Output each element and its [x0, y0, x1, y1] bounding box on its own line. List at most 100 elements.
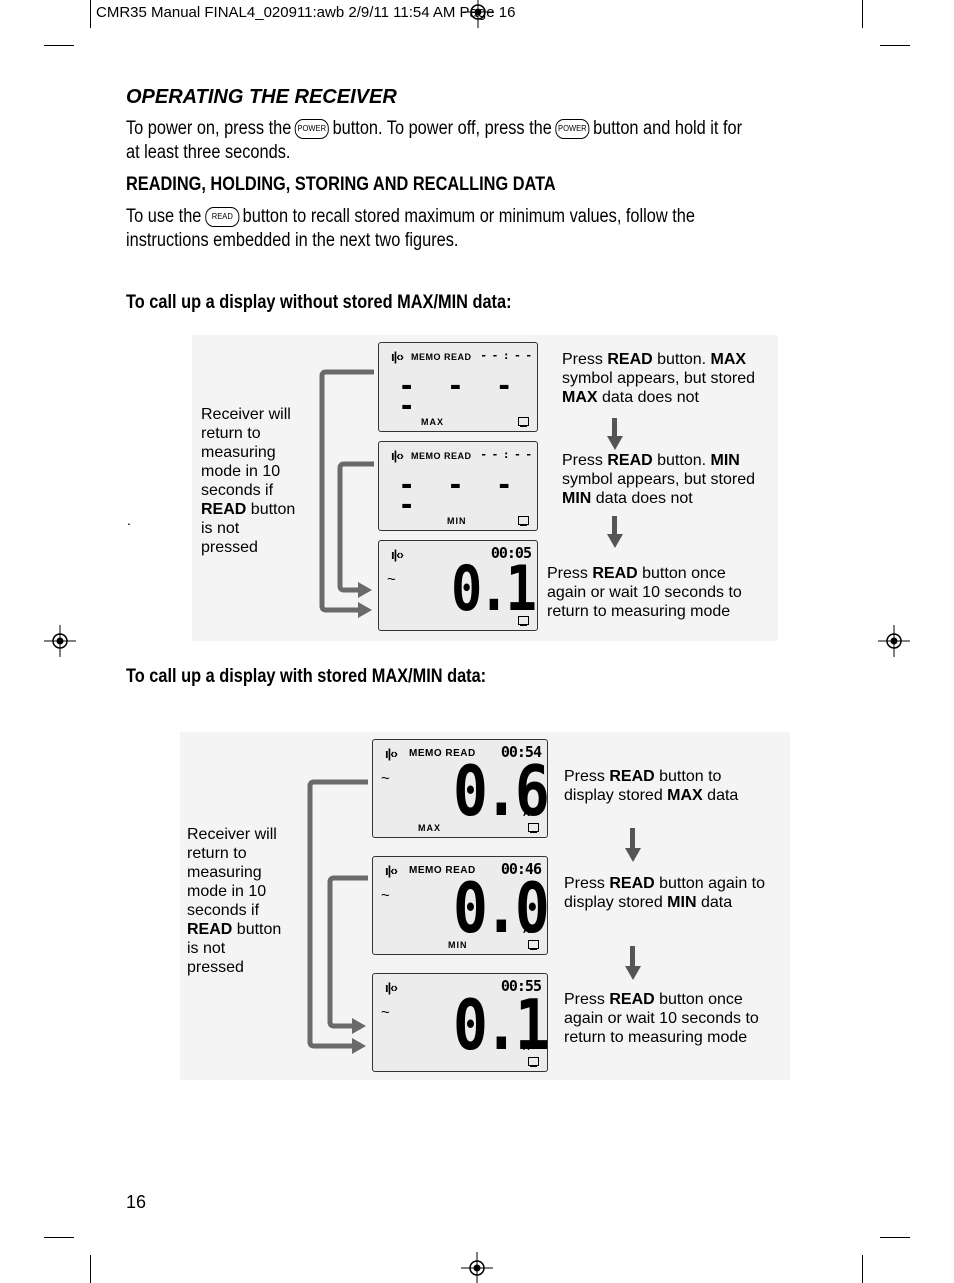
note-run: display stored [564, 787, 668, 804]
note-line: Press READ button again to [564, 874, 765, 893]
lcd-display-measuring: ı|‹› 00:55 ~ 0.1 A [372, 973, 550, 1072]
note-line: READ button [201, 500, 295, 519]
figure2-step3-note: Press READ button once again or wait 10 … [564, 990, 759, 1047]
note-line: measuring [187, 864, 262, 881]
note-run: Press [547, 565, 593, 582]
note-line: Press READ button once [564, 990, 759, 1009]
note-run: button again to [654, 875, 765, 892]
note-line: return to [187, 845, 247, 862]
registration-mark-icon [44, 625, 76, 657]
note-bold: MIN [667, 894, 697, 911]
reading-heading: READING, HOLDING, STORING AND RECALLING … [126, 174, 556, 195]
min-indicator: MIN [448, 940, 468, 950]
timer-readout: - - : - - [480, 349, 532, 362]
down-arrow-icon [625, 828, 641, 862]
ac-symbol: ~ [381, 770, 390, 787]
note-run: Press [564, 991, 610, 1008]
crop-mark [880, 45, 910, 46]
lcd-display-measuring: ı|‹› 00:05 ~ 0.1 A [378, 540, 538, 631]
lcd-display-min: ı|‹› MEMO READ - - : - - - - - - MIN [378, 441, 538, 531]
section-title: OPERATING THE RECEIVER [126, 86, 397, 108]
signal-icon: ı|‹› [391, 349, 404, 364]
note-run: data [696, 894, 733, 911]
text-run: To power on, press the [126, 118, 292, 139]
note-line: Press READ button. MIN [562, 451, 755, 470]
lcd-display-max: ı|‹› MEMO READ - - : - - - - - - MAX [378, 342, 538, 432]
crop-mark [90, 0, 91, 28]
note-line: symbol appears, but stored [562, 471, 755, 488]
figure2-heading: To call up a display with stored MAX/MIN… [126, 666, 487, 687]
max-indicator: MAX [418, 823, 441, 833]
note-line: again or wait 10 seconds to [564, 1010, 759, 1027]
min-indicator: MIN [447, 516, 467, 526]
crop-mark [44, 1237, 74, 1238]
note-line: MAX data does not [562, 388, 755, 407]
note-bold: READ [609, 875, 655, 892]
note-line: mode in 10 [187, 883, 267, 900]
battery-icon [528, 940, 539, 950]
figure1-side-note: Receiver will return to measuring mode i… [201, 405, 295, 557]
ac-symbol: ~ [387, 571, 396, 588]
note-bold: READ [607, 452, 653, 469]
return-arrows-icon [319, 369, 374, 618]
read-button-icon: READ [205, 206, 240, 227]
figure1-step2-note: Press READ button. MIN symbol appears, b… [562, 451, 755, 508]
power-button-icon: POWER [294, 118, 329, 139]
note-run: Press [562, 452, 608, 469]
battery-icon [518, 616, 529, 626]
text-run: button to recall stored maximum or minim… [242, 206, 695, 227]
signal-icon: ı|‹› [385, 980, 398, 995]
signal-icon: ı|‹› [391, 448, 404, 463]
note-run: Press [562, 351, 608, 368]
current-readout: 0.1 [453, 984, 550, 1066]
text-run: To use the [126, 206, 202, 227]
memo-read-indicator: MEMO READ [411, 451, 472, 461]
note-line: MIN data does not [562, 489, 755, 508]
note-bold: READ [607, 351, 653, 368]
figure2-step1-note: Press READ button to display stored MAX … [564, 767, 738, 805]
memo-read-indicator: MEMO READ [409, 748, 476, 759]
crop-mark [862, 0, 863, 28]
timer-readout: 00:05 [490, 544, 532, 562]
battery-icon [528, 823, 539, 833]
note-line: Receiver will [201, 406, 291, 423]
current-readout: 0.1 [451, 553, 537, 626]
note-line: return to measuring mode [547, 603, 731, 620]
battery-icon [518, 417, 529, 427]
down-arrow-icon [607, 516, 623, 548]
read-intro-line2: instructions embedded in the next two fi… [126, 230, 459, 251]
figure1-step1-note: Press READ button. MAX symbol appears, b… [562, 350, 755, 407]
battery-icon [518, 516, 529, 526]
note-run: button to [654, 768, 722, 785]
note-bold: MIN [710, 452, 740, 469]
lcd-display-min-stored: ı|‹› MEMO READ 00:46 ~ 0.0 A MIN [372, 856, 550, 955]
note-bold: READ [201, 501, 247, 518]
figure2-step2-note: Press READ button again to display store… [564, 874, 765, 912]
note-run: button. [652, 452, 711, 469]
note-run: button. [652, 351, 711, 368]
current-readout: 0.0 [453, 867, 550, 949]
timer-readout: 00:54 [500, 743, 542, 761]
note-run: data does not [597, 389, 699, 406]
note-line: seconds if [187, 902, 260, 919]
note-bold: READ [187, 921, 233, 938]
signal-icon: ı|‹› [391, 547, 404, 562]
crop-mark [880, 1237, 910, 1238]
note-line: Receiver will [187, 826, 277, 843]
note-line: return to measuring mode [564, 1029, 748, 1046]
note-run: display stored [564, 894, 668, 911]
ac-symbol: ~ [381, 1004, 390, 1021]
note-run: button [232, 921, 282, 938]
note-run: button once [654, 991, 743, 1008]
note-bold: MIN [562, 490, 592, 507]
text-run: button. To power off, press the [332, 118, 552, 139]
return-arrows-icon [307, 779, 368, 1054]
note-bold: READ [592, 565, 638, 582]
note-run: data does not [591, 490, 693, 507]
note-run: Press [564, 768, 610, 785]
note-line: READ button [187, 920, 281, 939]
signal-icon: ı|‹› [385, 863, 398, 878]
registration-mark-icon [463, 0, 493, 28]
ac-symbol: ~ [381, 887, 390, 904]
